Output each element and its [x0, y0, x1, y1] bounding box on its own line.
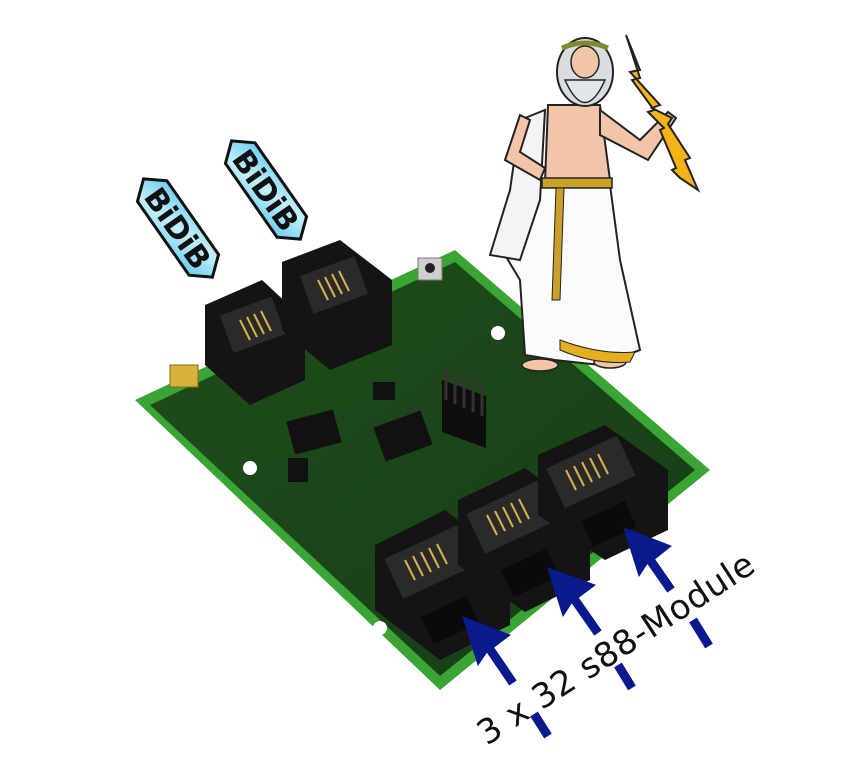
usb-connector-icon	[169, 364, 199, 388]
mounting-hole	[243, 461, 257, 475]
s88-connector-3	[538, 425, 668, 560]
chip-icon	[373, 382, 395, 400]
bidib-connector-right	[282, 240, 392, 370]
s88-arrows	[461, 526, 713, 739]
arrow-icon	[546, 566, 636, 691]
pin-header	[442, 368, 486, 449]
arrow-icon	[622, 526, 713, 649]
microcontroller-icon	[373, 410, 433, 462]
zeus-illustration	[488, 37, 678, 372]
arrow-icon	[461, 615, 552, 739]
chip-icon	[286, 409, 342, 455]
bidib-connector-left	[205, 280, 305, 405]
mounting-hole	[373, 621, 387, 635]
mounting-hole	[491, 326, 505, 340]
bidib-label-right: BiDiB	[223, 139, 309, 241]
capacitor-icon	[288, 458, 308, 482]
bidib-label-left: BiDiB	[135, 177, 221, 279]
lightning-bolt-icon	[625, 34, 701, 193]
